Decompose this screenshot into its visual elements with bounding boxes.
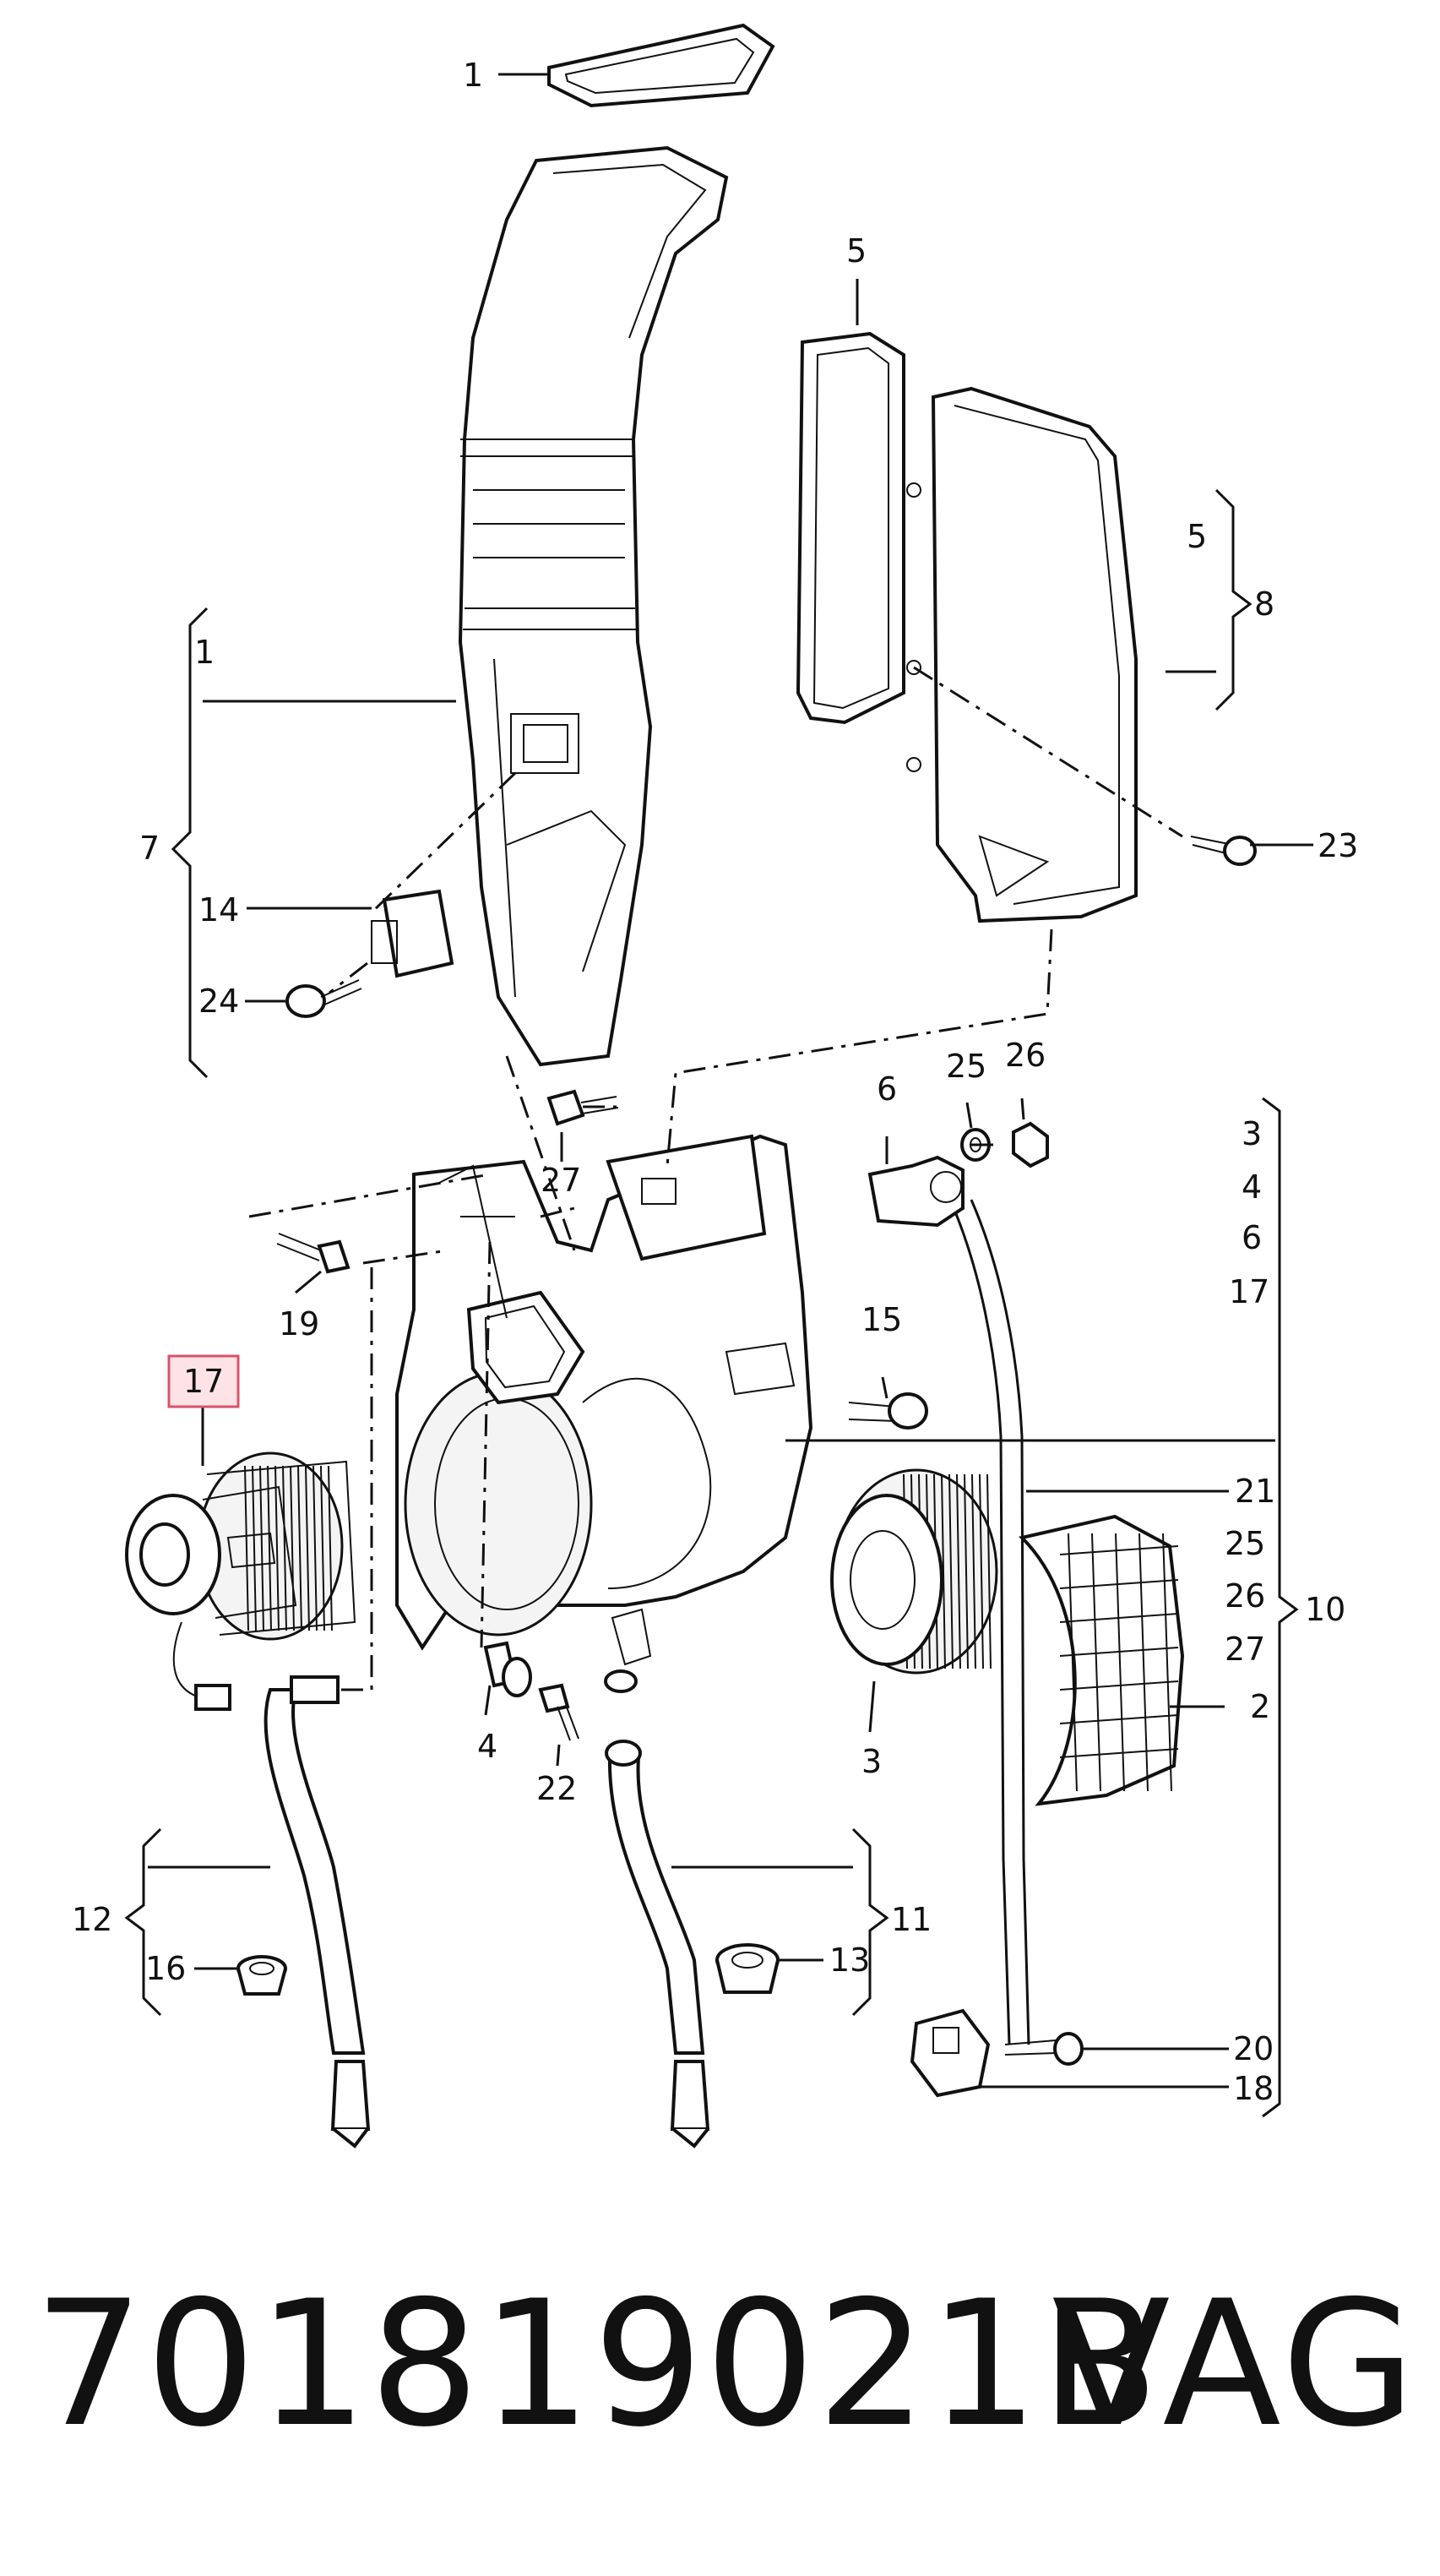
callout-26-a: 26 — [1005, 1037, 1046, 1074]
callout-4-b: 4 — [1242, 1168, 1262, 1206]
hoses — [264, 1199, 1030, 2148]
callout-1-top: 1 — [463, 57, 483, 94]
callout-24: 24 — [198, 983, 239, 1020]
callout-13: 13 — [829, 1942, 870, 1979]
screw-part-27-upper — [546, 1089, 619, 1126]
callout-12: 12 — [72, 1901, 112, 1938]
callout-6-a: 6 — [877, 1070, 897, 1108]
screw-part-19 — [276, 1233, 350, 1274]
callout-25-b: 25 — [1225, 1525, 1265, 1562]
gasket-part-1 — [547, 23, 775, 108]
blower-housing — [395, 1134, 813, 1693]
part-number: 701819021B — [34, 2264, 1161, 2465]
callout-labels: 1 5 1 5 8 7 23 14 24 6 25 26 3 4 6 17 27… — [72, 57, 1358, 2107]
grommet-part-16 — [236, 1955, 287, 1996]
callout-19: 19 — [279, 1305, 319, 1342]
callout-11: 11 — [891, 1901, 932, 1938]
callout-10: 10 — [1305, 1591, 1345, 1628]
callout-3-a: 3 — [861, 1743, 882, 1780]
nut-part-26 — [1012, 1121, 1049, 1168]
callout-3-b: 3 — [1242, 1115, 1262, 1152]
callout-17-b: 17 — [1229, 1273, 1269, 1310]
assembly-lines — [248, 666, 1183, 1691]
air-duct — [458, 145, 729, 1067]
filter-frame-part-5 — [796, 331, 905, 725]
resistor-part-18 — [910, 2008, 991, 2098]
exploded-parts-diagram: 1 5 1 5 8 7 23 14 24 6 25 26 3 4 6 17 27… — [72, 23, 1358, 2148]
leader-lines — [148, 73, 1313, 2089]
callout-27-b: 27 — [1225, 1631, 1265, 1668]
callout-16: 16 — [145, 1950, 186, 1987]
callout-5-b: 5 — [1187, 518, 1207, 555]
blower-motor-part-17 — [125, 1451, 356, 1711]
switch-part-14 — [371, 889, 454, 978]
braces — [124, 488, 1299, 2118]
callout-1-group: 1 — [194, 634, 215, 671]
grille-part-2 — [1019, 1514, 1185, 1806]
callout-5-a: 5 — [846, 232, 867, 270]
callout-8: 8 — [1254, 585, 1274, 623]
callout-20: 20 — [1233, 2030, 1274, 2067]
callout-25-a: 25 — [946, 1048, 986, 1085]
screw-part-24 — [285, 979, 362, 1018]
screw-part-22 — [538, 1683, 579, 1741]
callout-22: 22 — [536, 1770, 577, 1807]
screw-part-20 — [1004, 2032, 1084, 2066]
callout-27-a: 27 — [541, 1162, 581, 1199]
clip-part-4 — [483, 1641, 532, 1697]
grommet-part-13 — [715, 1943, 780, 1994]
fan-wheel-part-3 — [830, 1468, 998, 1675]
callout-23: 23 — [1318, 827, 1358, 864]
sensor-part-6 — [867, 1155, 965, 1228]
callout-14: 14 — [198, 891, 239, 929]
screw-part-23 — [1190, 836, 1257, 866]
brand-label: VAG — [1051, 2264, 1419, 2465]
callout-15: 15 — [861, 1301, 902, 1338]
callout-7: 7 — [139, 830, 160, 867]
callout-26-b: 26 — [1225, 1577, 1265, 1615]
callout-21: 21 — [1235, 1473, 1275, 1510]
callout-2: 2 — [1250, 1688, 1270, 1725]
callout-6-b: 6 — [1242, 1219, 1262, 1256]
callout-18: 18 — [1233, 2070, 1274, 2107]
footer: 701819021B VAG — [34, 2264, 1419, 2475]
callout-4-a: 4 — [477, 1728, 497, 1765]
filter-housing-part-8 — [906, 386, 1138, 923]
highlight-box-part-17 — [167, 1354, 240, 1408]
callout-17: 17 — [183, 1363, 224, 1400]
clip-part-15 — [848, 1392, 928, 1430]
